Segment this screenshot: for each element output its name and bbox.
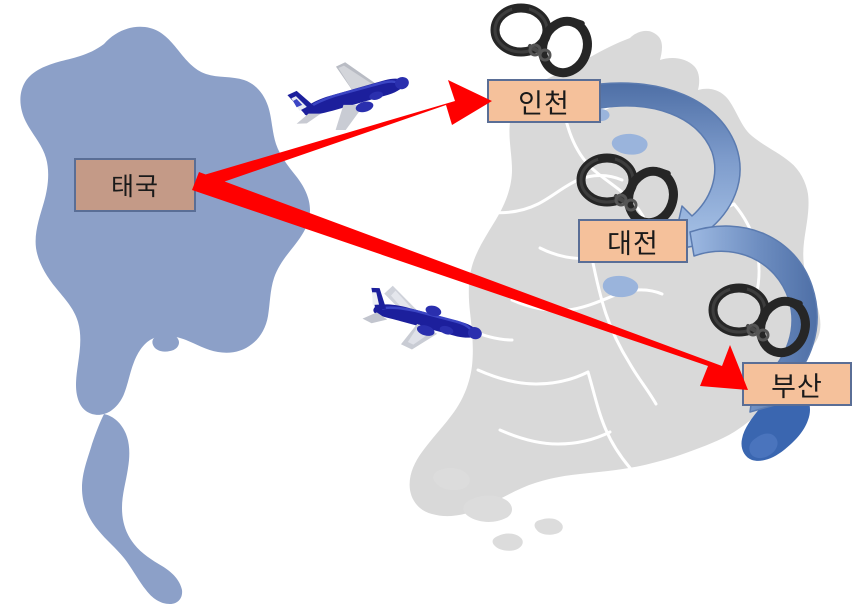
label-thailand: 태국	[74, 158, 196, 212]
arrow-thailand-to-incheon	[197, 80, 492, 189]
handcuffs-icon	[706, 282, 816, 362]
arrow-thailand-to-busan	[192, 172, 748, 390]
handcuffs-icon	[488, 2, 598, 82]
label-daejeon: 대전	[578, 219, 688, 263]
korea-water-features	[591, 109, 648, 298]
label-incheon: 인천	[487, 79, 601, 123]
airplane-icon	[283, 58, 418, 131]
label-busan: 부산	[742, 362, 852, 406]
thailand-landmass	[20, 26, 310, 604]
airplane-icon	[357, 283, 487, 353]
